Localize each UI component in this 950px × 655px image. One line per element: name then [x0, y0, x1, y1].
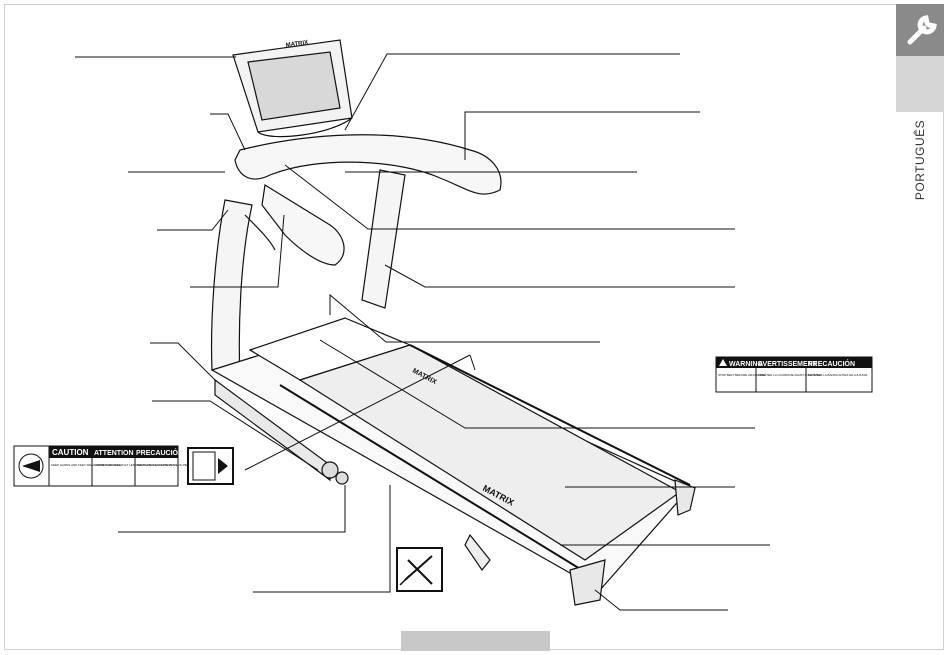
- warning-decal-right: WARNING AVERTISSEMENT PRECAUCIÓN STOP BE…: [715, 356, 873, 393]
- caution-heading-fr: ATTENTION: [94, 450, 134, 457]
- caution-heading-en: CAUTION: [52, 448, 89, 457]
- console-brand: MATRIX: [285, 40, 308, 49]
- caution-body-en: KEEP HANDS AND FEET AWAY FROM THIS AREA: [51, 463, 121, 467]
- caution-decal-left: CAUTION ATTENTION PRECAUCIÓN KEEP HANDS …: [13, 445, 222, 487]
- incline-warning-icon: [396, 547, 443, 592]
- warning-heading-es: PRECAUCIÓN: [808, 359, 855, 368]
- caution-body-es: MANTENGA LAS MANOS Y LOS PIES LEJOS DE E…: [137, 463, 222, 467]
- caution-heading-es: PRECAUCIÓN: [136, 448, 183, 457]
- warning-heading-en: WARNING: [729, 361, 763, 368]
- warning-body-es: DETENGA LA BANDA ANTES DE AJUSTAR: [808, 373, 868, 377]
- page-number-bar: [401, 631, 550, 651]
- caution-body-fr: GARDER LES MAINS ET LES PIEDS LOIN DE CE…: [94, 463, 177, 467]
- section-tab-secondary: [896, 56, 944, 112]
- pinch-hazard-icon: [187, 447, 234, 485]
- warning-body-en: STOP BELT BEFORE ADJUSTING: [718, 373, 766, 377]
- warning-body-fr: ARRÊTER LA COURROIE AVANT D'AJUSTER: [758, 372, 822, 377]
- section-tab[interactable]: [896, 4, 944, 56]
- wrench-icon: [907, 15, 937, 45]
- warning-heading-fr: AVERTISSEMENT: [758, 361, 818, 368]
